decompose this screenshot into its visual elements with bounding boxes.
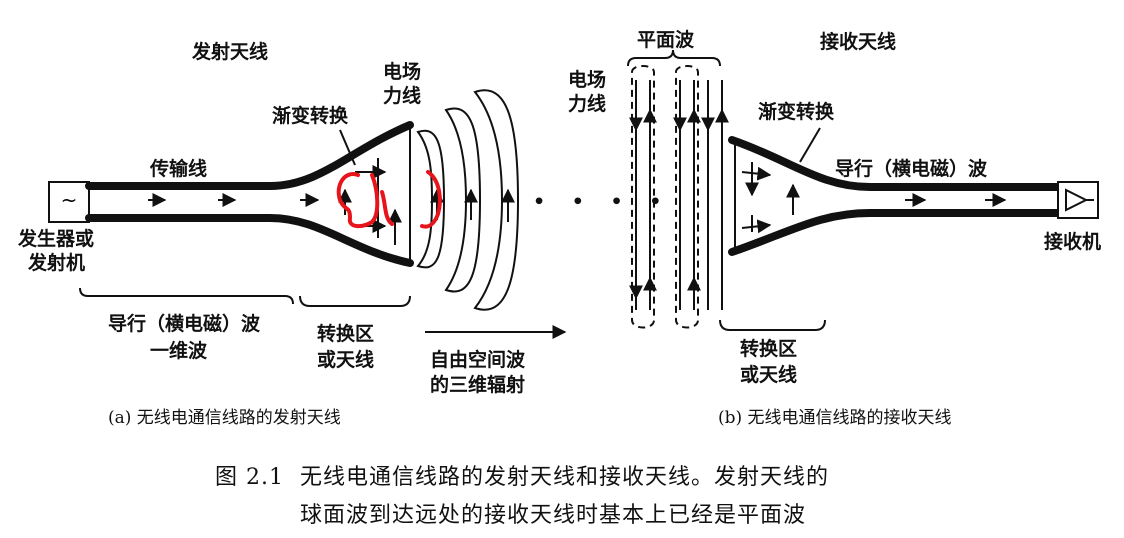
transmit-caption: (a) 无线电通信线路的发射天线 — [108, 408, 341, 428]
free-space-label-1: 自由空间波 — [430, 348, 526, 371]
receive-taper-and-line — [728, 136, 1062, 256]
guided-wave-label-2: 一维波 — [150, 339, 208, 362]
transmit-line-and-taper — [85, 121, 414, 267]
guided-wave-label-1: 导行（横电磁）波 — [108, 312, 261, 335]
receive-guided-label: 导行（横电磁）波 — [835, 157, 988, 180]
figure-caption-line2: 球面波到达远处的接收天线时基本上已经是平面波 — [300, 503, 806, 528]
plane-wavefronts — [629, 65, 729, 329]
transmit-taper-label: 渐变转换 — [272, 104, 349, 127]
receiver-box — [1057, 181, 1099, 219]
transmission-line-label: 传输线 — [149, 157, 207, 180]
plane-wave-label: 平面波 — [637, 28, 695, 51]
free-space-label-2: 的三维辐射 — [430, 373, 525, 396]
source-label-2: 发射机 — [27, 251, 85, 274]
distance-dots: • • • • — [533, 191, 671, 213]
guided-wave-brace — [79, 287, 294, 305]
transmit-efield-label-1: 电场 — [383, 60, 421, 83]
receive-region-label-1: 转换区 — [740, 337, 797, 360]
red-annotation — [336, 170, 442, 229]
receive-title: 接收天线 — [820, 30, 896, 53]
taper-pointer — [339, 129, 356, 166]
transmit-title: 发射天线 — [191, 40, 268, 63]
transmit-region-label-1: 转换区 — [317, 322, 374, 345]
source-label-1: 发生器或 — [17, 227, 94, 250]
receive-taper-pointer — [799, 127, 821, 163]
transmit-efield-label-2: 力线 — [383, 84, 421, 107]
svg-text:~: ~ — [61, 188, 78, 212]
receive-taper-label: 渐变转换 — [758, 100, 835, 123]
receive-region-brace — [719, 319, 826, 331]
receiver-label: 接收机 — [1044, 230, 1101, 253]
plane-wave-brace — [627, 49, 721, 67]
receive-efield-label-2: 力线 — [568, 92, 606, 115]
source-box: ~ — [48, 181, 90, 223]
transmit-region-brace — [299, 295, 411, 307]
figure-caption-line1: 无线电通信线路的发射天线和接收天线。发射天线的 — [300, 465, 829, 490]
receive-caption: (b) 无线电通信线路的接收天线 — [718, 408, 952, 428]
receive-region-label-2: 或天线 — [740, 363, 797, 386]
receive-efield-label-1: 电场 — [568, 68, 606, 91]
transmit-region-label-2: 或天线 — [317, 348, 374, 371]
figure-number: 图 2.1 — [215, 465, 284, 490]
spherical-wavefronts — [416, 89, 520, 311]
